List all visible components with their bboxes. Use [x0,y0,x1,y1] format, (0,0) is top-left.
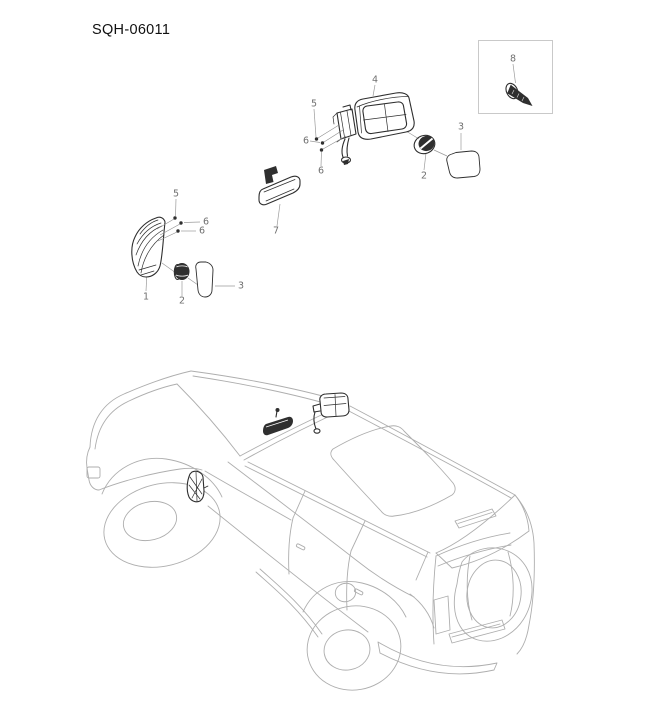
leader-5 [175,198,177,217]
page-title: SQH-06011 [92,22,171,38]
headlight [86,466,101,479]
rear-wheel-hub [323,629,371,671]
rear-wheel-arch [302,581,407,618]
hardware-detail-box: 8 [478,40,553,114]
beltline [227,461,415,598]
c-pillar [350,520,366,552]
mirror-housing [354,92,415,140]
front-wheel-arch [101,457,223,498]
a-pillar-near [176,383,241,457]
left-mirror-assembly: 5 6 6 1 2 3 [131,189,244,307]
quarter-crease [409,593,435,629]
callout-right-screw-top[interactable]: 5 [311,99,317,110]
housing-screws [156,216,183,242]
callout-left-glass[interactable]: 3 [238,281,244,292]
roof-stop-lamp [454,508,497,529]
callout-left-screw-mid[interactable]: 6 [203,217,209,228]
callout-left-housing[interactable]: 1 [143,292,149,303]
callout-right-screw-left[interactable]: 6 [303,136,309,147]
mirror-bracket [332,104,357,165]
rear-wheel [306,605,402,691]
running-board [255,568,323,638]
front-wheel [103,482,221,568]
mirror-housing [131,216,166,278]
leader-6a [309,140,321,143]
callout-right-screw-bot[interactable]: 6 [318,166,324,177]
inside-rearview-mirror: 7 [258,166,301,237]
fuel-door [334,582,357,603]
front-door-handle [295,543,306,551]
vehicle-illustration [86,370,535,691]
rear-right-edge [514,494,535,655]
callout-right-mirror[interactable]: 4 [372,75,378,86]
mirror-actuator [173,263,190,281]
mirror-glass [195,261,214,298]
callout-left-screw-bot[interactable]: 6 [199,226,205,237]
roof-rear-corner [435,494,516,554]
roof-rear-edge [435,494,530,569]
right-mirror-assembly: 4 5 6 6 2 3 [303,75,481,182]
front-face [86,446,100,491]
side-crease [204,470,292,521]
leader-5 [313,108,317,138]
leader-4 [372,84,376,97]
leader-8 [512,63,516,84]
callout-left-screw-top[interactable]: 5 [173,189,179,200]
hood-far-edge [89,370,192,448]
license-trim [448,619,506,644]
leader-housing-actuator [405,130,420,140]
inside-mirror-on-car [263,408,293,436]
callout-left-actuator[interactable]: 2 [179,296,185,307]
leader-housing-actuator [161,262,177,274]
leader-actuator-glass [433,149,448,157]
roof-left-rail [244,461,431,558]
mirror-body [258,175,301,206]
front-wheel-hub [122,500,178,542]
tailgate-left-edge [432,555,437,645]
leader-7 [276,203,281,227]
sunroof [330,425,456,517]
callout-right-actuator[interactable]: 2 [421,171,427,182]
rocker-line [207,505,369,633]
mirror-actuator [413,134,436,155]
fender-mirror-on-car [186,470,209,503]
windshield-top-glass [192,375,339,408]
screw-icon [505,82,533,106]
mirror-glass [446,150,481,179]
rear-door-seam [346,550,352,611]
taillight [433,595,451,635]
leader-2 [423,152,427,171]
b-pillar [292,490,306,519]
leader-6b [320,151,322,167]
bracket-screws [314,124,347,152]
detail-box-frame [478,40,553,114]
d-pillar [415,551,429,581]
leader-6a [183,221,201,223]
callout-right-glass[interactable]: 3 [458,122,464,133]
hood-crease [94,383,178,450]
spare-straps [466,551,514,621]
rear-door-handle [353,588,364,596]
rear-bumper [377,641,498,675]
roof-right-rail [346,405,516,499]
callout-boxed-screw[interactable]: 8 [510,54,516,65]
front-door-seam [288,517,294,575]
mirror-mount [264,166,278,184]
callout-inside-mirror[interactable]: 7 [273,226,279,237]
rear-window-band [435,532,512,567]
leader-actuator-glass [187,277,199,286]
fender-top [98,467,203,491]
door-mirror-on-car [312,392,350,434]
spare-tire-cover [453,547,533,642]
